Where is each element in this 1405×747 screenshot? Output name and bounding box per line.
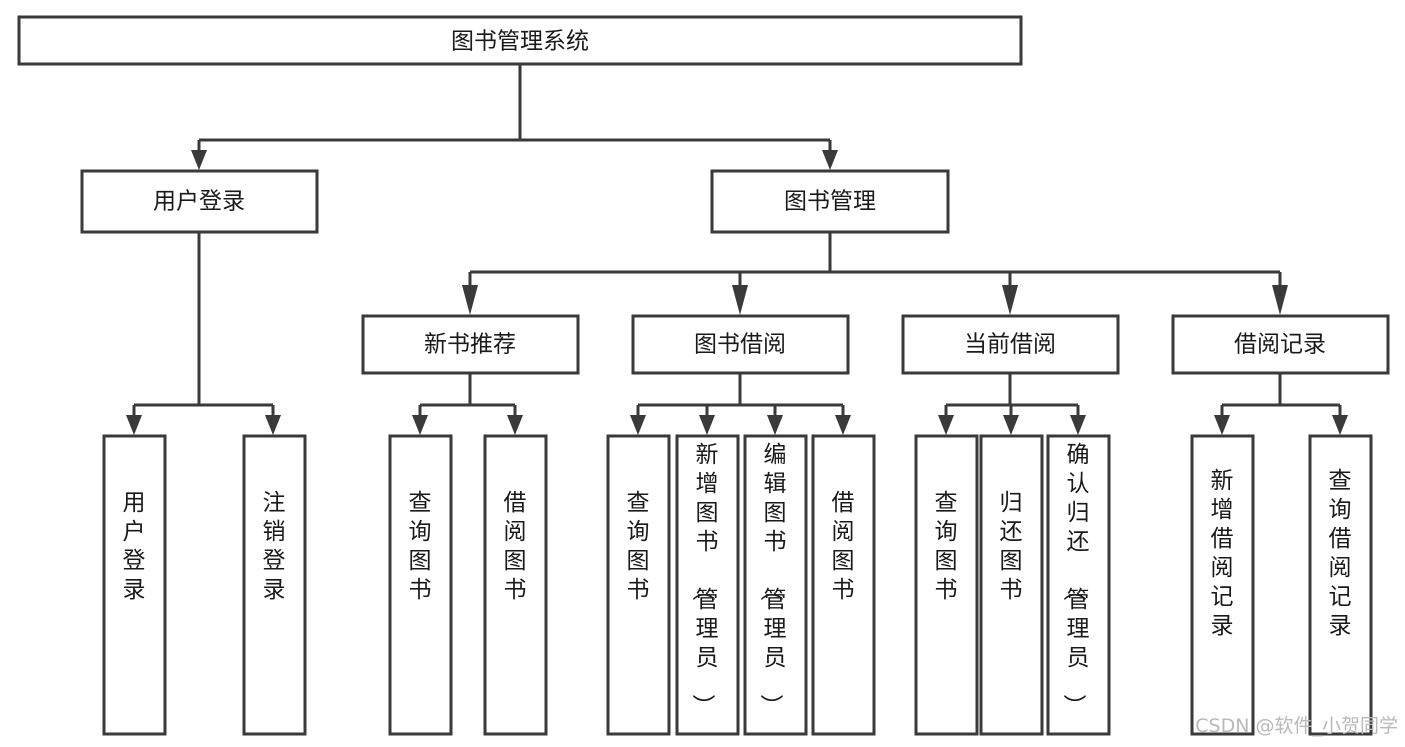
node-current-borrow[interactable]: 当前借阅 (901, 314, 1120, 375)
node-new-book-recommend-label: 新书推荐 (424, 332, 516, 358)
arrow-head-borrow-record (1272, 285, 1288, 315)
leaf-currentborrow-query-book-label: 查询图书 (935, 490, 958, 603)
leaf-currentborrow-confirm-return-admin[interactable]: 确认归还（管理员） (1046, 434, 1111, 736)
arrow-head-currentborrow-leaf-2 (1003, 415, 1019, 435)
arrow-head-borrowrecord-leaf-2 (1332, 415, 1348, 435)
connectors-layer (126, 65, 1348, 435)
leaf-user-login-box[interactable] (102, 434, 167, 736)
node-root-book-management-system[interactable]: 图书管理系统 (17, 15, 1023, 66)
leaf-bookborrow-edit-book-admin[interactable]: 编辑图书（管理员） (743, 434, 808, 736)
leaf-currentborrow-return-book-box[interactable] (979, 434, 1044, 736)
node-borrow-record[interactable]: 借阅记录 (1171, 314, 1390, 375)
leaf-newbook-borrow-book[interactable]: 借阅图书 (483, 434, 548, 736)
node-user-login-box[interactable] (80, 169, 319, 234)
arrow-head-current-borrow (1002, 285, 1018, 315)
arrow-head-newbook-leaf-2 (507, 415, 523, 435)
node-book-management-box[interactable] (710, 169, 950, 234)
node-root-label: 图书管理系统 (451, 29, 589, 55)
leaf-newbook-query-book[interactable]: 查询图书 (388, 434, 453, 736)
leaf-currentborrow-return-book-label: 归还图书 (1000, 490, 1023, 603)
leaf-borrowrecord-query-record[interactable]: 查询借阅记录 (1308, 434, 1373, 736)
arrow-head-leaf-user-login (126, 415, 142, 435)
leaf-borrowrecord-add-record-label: 新增借阅记录 (1211, 468, 1234, 639)
arrow-head-bookborrow-leaf-2 (699, 415, 715, 435)
leaf-newbook-borrow-book-box[interactable] (483, 434, 548, 736)
leaf-bookborrow-borrow-book-label: 借阅图书 (832, 490, 855, 603)
node-user-login-label: 用户登录 (153, 189, 245, 215)
arrow-head-bookborrow-leaf-1 (630, 415, 646, 435)
leaf-user-login-label: 用户登录 (123, 490, 146, 603)
leaf-borrowrecord-query-record-box[interactable] (1308, 434, 1373, 736)
leaf-newbook-query-book-box[interactable] (388, 434, 453, 736)
arrow-head-bookborrow-leaf-4 (835, 415, 851, 435)
arrow-head-bookborrow-leaf-3 (767, 415, 783, 435)
node-user-login[interactable]: 用户登录 (80, 169, 319, 234)
arrow-head-currentborrow-leaf-1 (938, 415, 954, 435)
leaf-logout-label: 注销登录 (263, 490, 286, 603)
arrow-head-book-borrow (732, 285, 748, 315)
leaf-bookborrow-add-book-admin-box[interactable] (675, 434, 740, 736)
node-borrow-record-label: 借阅记录 (1234, 332, 1326, 358)
leaf-bookborrow-edit-book-admin-label: 编辑图书（管理员） (758, 442, 787, 717)
leaf-logout-box[interactable] (242, 434, 307, 736)
csdn-watermark: CSDN @软件_小贺同学 (1195, 715, 1398, 737)
leaf-logout[interactable]: 注销登录 (242, 434, 307, 736)
arrow-head-leaf-logout (265, 415, 281, 435)
arrow-head-book-manage (822, 150, 838, 170)
leaf-currentborrow-query-book-box[interactable] (914, 434, 979, 736)
arrow-head-borrowrecord-leaf-1 (1214, 415, 1230, 435)
node-book-borrow[interactable]: 图书借阅 (631, 314, 850, 375)
leaf-bookborrow-add-book-admin-label: 新增图书（管理员） (690, 442, 719, 717)
node-book-management-label: 图书管理 (784, 189, 876, 215)
leaf-bookborrow-borrow-book-box[interactable] (811, 434, 876, 736)
leaf-bookborrow-query-book[interactable]: 查询图书 (606, 434, 671, 736)
leaf-bookborrow-query-book-box[interactable] (606, 434, 671, 736)
node-current-borrow-label: 当前借阅 (964, 332, 1056, 358)
leaf-currentborrow-confirm-return-admin-box[interactable] (1046, 434, 1111, 736)
node-new-book-recommend[interactable]: 新书推荐 (361, 314, 580, 375)
leaf-bookborrow-edit-book-admin-box[interactable] (743, 434, 808, 736)
leaf-user-login[interactable]: 用户登录 (102, 434, 167, 736)
leaf-borrowrecord-add-record[interactable]: 新增借阅记录 (1190, 434, 1255, 736)
leaf-bookborrow-borrow-book[interactable]: 借阅图书 (811, 434, 876, 736)
leaf-borrowrecord-add-record-box[interactable] (1190, 434, 1255, 736)
leaf-currentborrow-return-book[interactable]: 归还图书 (979, 434, 1044, 736)
node-new-book-recommend-box[interactable] (361, 314, 580, 375)
node-current-borrow-box[interactable] (901, 314, 1120, 375)
arrow-head-new-book (462, 285, 478, 315)
leaf-bookborrow-add-book-admin[interactable]: 新增图书（管理员） (675, 434, 740, 736)
leaf-borrowrecord-query-record-label: 查询借阅记录 (1329, 468, 1352, 639)
leaf-bookborrow-query-book-label: 查询图书 (627, 490, 650, 603)
arrow-head-currentborrow-leaf-3 (1070, 415, 1086, 435)
arrow-head-user-login (191, 150, 207, 170)
node-root-box[interactable] (17, 15, 1023, 66)
leaf-currentborrow-query-book[interactable]: 查询图书 (914, 434, 979, 736)
leaf-currentborrow-confirm-return-admin-label: 确认归还（管理员） (1061, 442, 1090, 717)
leaf-newbook-query-book-label: 查询图书 (409, 490, 432, 603)
node-borrow-record-box[interactable] (1171, 314, 1390, 375)
node-book-borrow-box[interactable] (631, 314, 850, 375)
arrow-head-newbook-leaf-1 (412, 415, 428, 435)
node-book-management[interactable]: 图书管理 (710, 169, 950, 234)
leaf-newbook-borrow-book-label: 借阅图书 (504, 490, 527, 603)
node-book-borrow-label: 图书借阅 (694, 332, 786, 358)
